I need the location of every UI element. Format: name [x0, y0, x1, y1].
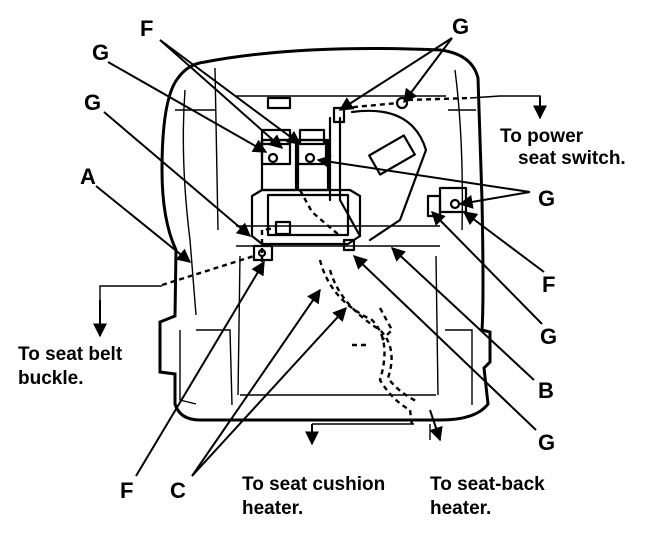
callout-f-right: F — [542, 272, 555, 297]
destination-notes: To power seat switch. To seat belt buckl… — [18, 126, 626, 519]
callout-f-bottom: F — [120, 478, 133, 503]
note-seat-belt-buckle-line2: buckle. — [18, 368, 83, 389]
note-seat-back-heater-line1: To seat-back — [430, 474, 545, 495]
callout-g-right: G — [538, 186, 555, 211]
callout-g-top-left: G — [92, 40, 109, 65]
routing-lines — [99, 95, 541, 440]
seat-frame — [158, 47, 492, 422]
note-power-seat-switch-line2: seat switch. — [518, 148, 626, 169]
callout-labels: F G G G A G F G B G F C — [80, 14, 557, 503]
connector-center-upper — [296, 138, 328, 166]
callout-c: C — [170, 478, 186, 503]
callout-a: A — [80, 164, 96, 189]
callout-g-bottom-right: G — [538, 430, 555, 455]
connectors — [252, 96, 468, 262]
note-seat-back-heater-line2: heater. — [430, 498, 491, 519]
wire-harness — [161, 96, 471, 426]
note-seat-cushion-heater-line1: To seat cushion — [242, 474, 385, 495]
callout-g-top-right: G — [452, 14, 469, 39]
connector-right — [426, 186, 468, 218]
callout-g-left: G — [84, 90, 101, 115]
note-power-seat-switch-line1: To power — [500, 126, 584, 147]
callout-g-right-lower: G — [540, 324, 557, 349]
note-seat-cushion-heater-line2: heater. — [242, 498, 303, 519]
leader-lines — [93, 37, 547, 477]
note-seat-belt-buckle-line1: To seat belt — [18, 344, 123, 365]
callout-b: B — [538, 378, 554, 403]
callout-f-top: F — [140, 16, 153, 41]
